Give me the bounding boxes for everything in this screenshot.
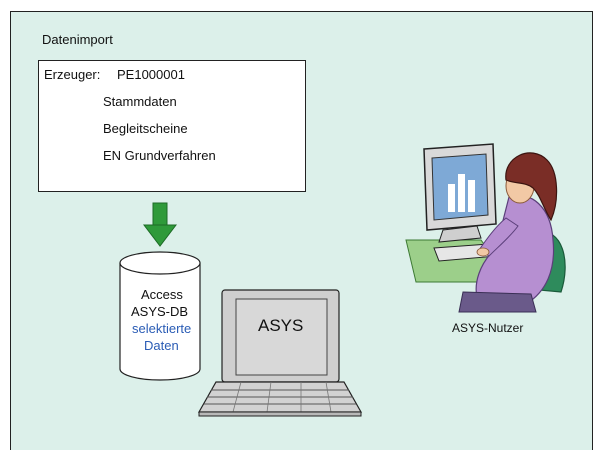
diagram-canvas: Datenimport Erzeuger: PE1000001 Stammdat… [10, 11, 593, 450]
erzeuger-label: Erzeuger: [44, 67, 101, 82]
down-arrow-icon [142, 202, 178, 247]
database-label-asys-db: ASYS-DB [131, 304, 189, 319]
import-item-stammdaten: Stammdaten [103, 94, 177, 109]
import-box [38, 60, 306, 192]
computer-user-icon [405, 143, 566, 313]
database-label-selektierte: selektierte [132, 321, 192, 336]
erzeuger-value: PE1000001 [117, 67, 185, 82]
diagram-title: Datenimport [42, 32, 113, 47]
user-caption: ASYS-Nutzer [452, 321, 524, 335]
database-icon [119, 251, 201, 381]
database-label-daten: Daten [144, 338, 179, 353]
import-item-en-grundverfahren: EN Grundverfahren [103, 148, 216, 163]
laptop-icon [197, 289, 363, 417]
import-item-begleitscheine: Begleitscheine [103, 121, 188, 136]
laptop-screen-label: ASYS [258, 316, 304, 335]
database-label-access: Access [141, 287, 183, 302]
diagram-graphics [119, 143, 566, 417]
